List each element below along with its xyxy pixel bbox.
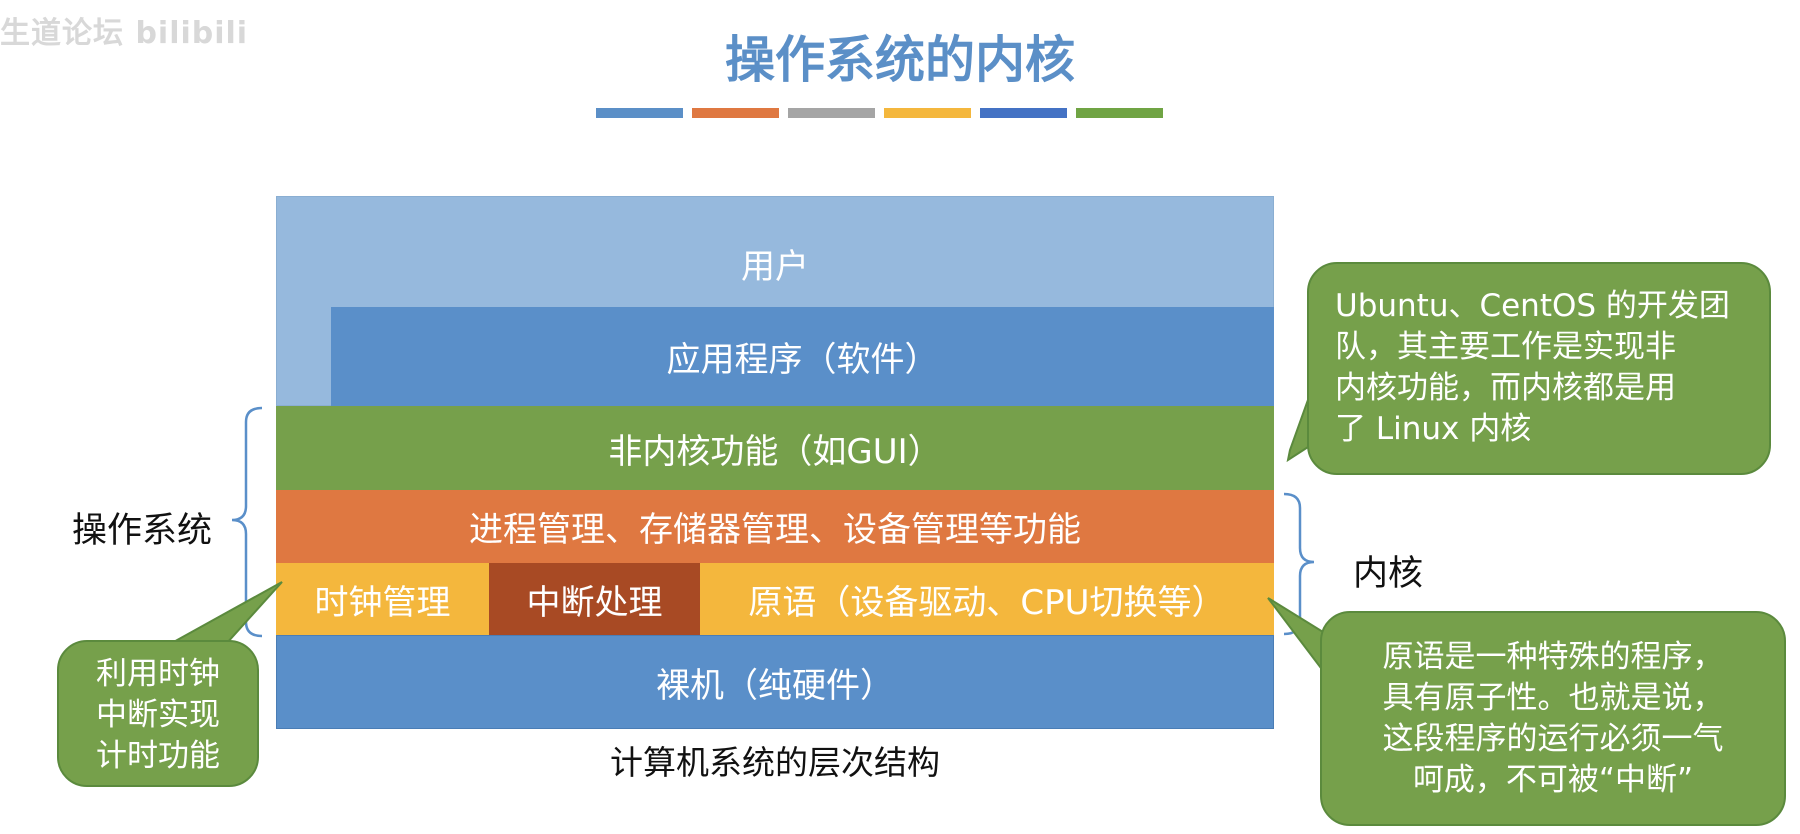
color-bar [788,108,875,118]
layer-process-management: 进程管理、存储器管理、设备管理等功能 [276,490,1274,563]
layer-primitive: 原语（设备驱动、CPU切换等） [700,563,1274,635]
callout-line: 计时功能 [96,738,220,774]
callout-primitive: 原语是一种特殊的程序， 具有原子性。也就是说， 这段程序的运行必须一气 呵成，不… [1320,611,1786,826]
kernel-label: 内核 [1353,554,1424,594]
title-color-bars [596,108,1166,118]
callout-line: 利用时钟 [96,656,220,692]
callout-line: 具有原子性。也就是说， [1382,680,1724,716]
color-bar [980,108,1067,118]
slide-title: 操作系统的内核 [725,31,1075,89]
os-brace [231,406,263,638]
callout-linux-kernel: Ubuntu、CentOS 的开发团 队，其主要工作是实现非 内核功能，而内核都… [1307,262,1771,475]
callout-line: 原语是一种特殊的程序， [1382,639,1724,675]
color-bar [884,108,971,118]
diagram-caption: 计算机系统的层次结构 [610,743,940,782]
color-bar [596,108,683,118]
layer-bare-machine: 裸机（纯硬件） [276,635,1274,729]
os-label: 操作系统 [72,511,213,551]
callout-left-pointer [166,581,283,645]
color-bar [692,108,779,118]
watermark: 生道论坛 bilibili [0,16,249,51]
layer-non-kernel: 非内核功能（如GUI） [276,406,1274,490]
layer-application: 应用程序（软件） [331,307,1274,406]
callout-line: 队，其主要工作是实现非 [1335,329,1676,365]
callout-line: 了 Linux 内核 [1335,411,1532,447]
callout-line: 这段程序的运行必须一气 [1382,721,1724,757]
layer-clock-management: 时钟管理 [276,563,489,635]
callout-line: 呵成，不可被“中断” [1412,762,1694,798]
callout-clock: 利用时钟 中断实现 计时功能 [57,640,259,787]
callout-line: Ubuntu、CentOS 的开发团 [1335,288,1730,324]
color-bar [1076,108,1163,118]
layer-interrupt-handling: 中断处理 [489,563,700,635]
callout-line: 中断实现 [96,697,220,733]
callout-line: 内核功能，而内核都是用 [1335,370,1676,406]
